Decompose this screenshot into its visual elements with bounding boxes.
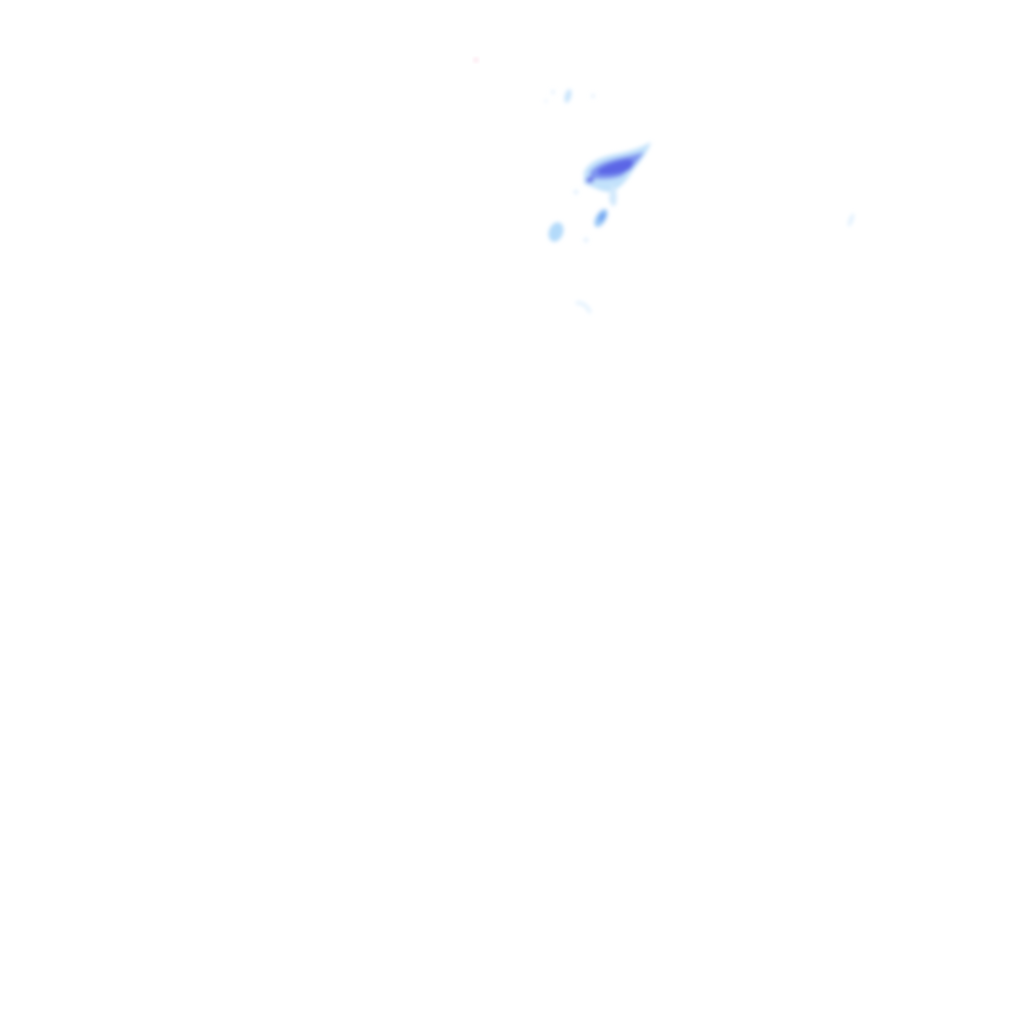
precip-cell-main	[584, 142, 651, 206]
precip-specks	[574, 190, 588, 242]
precip-trace-pink	[474, 58, 478, 62]
precip-fragment-north	[544, 89, 595, 103]
precip-cell-south-a	[594, 208, 608, 228]
precip-fragment-south-arc	[575, 301, 592, 314]
precip-fragment-east	[847, 213, 855, 227]
precip-cell-south-b	[548, 222, 564, 242]
